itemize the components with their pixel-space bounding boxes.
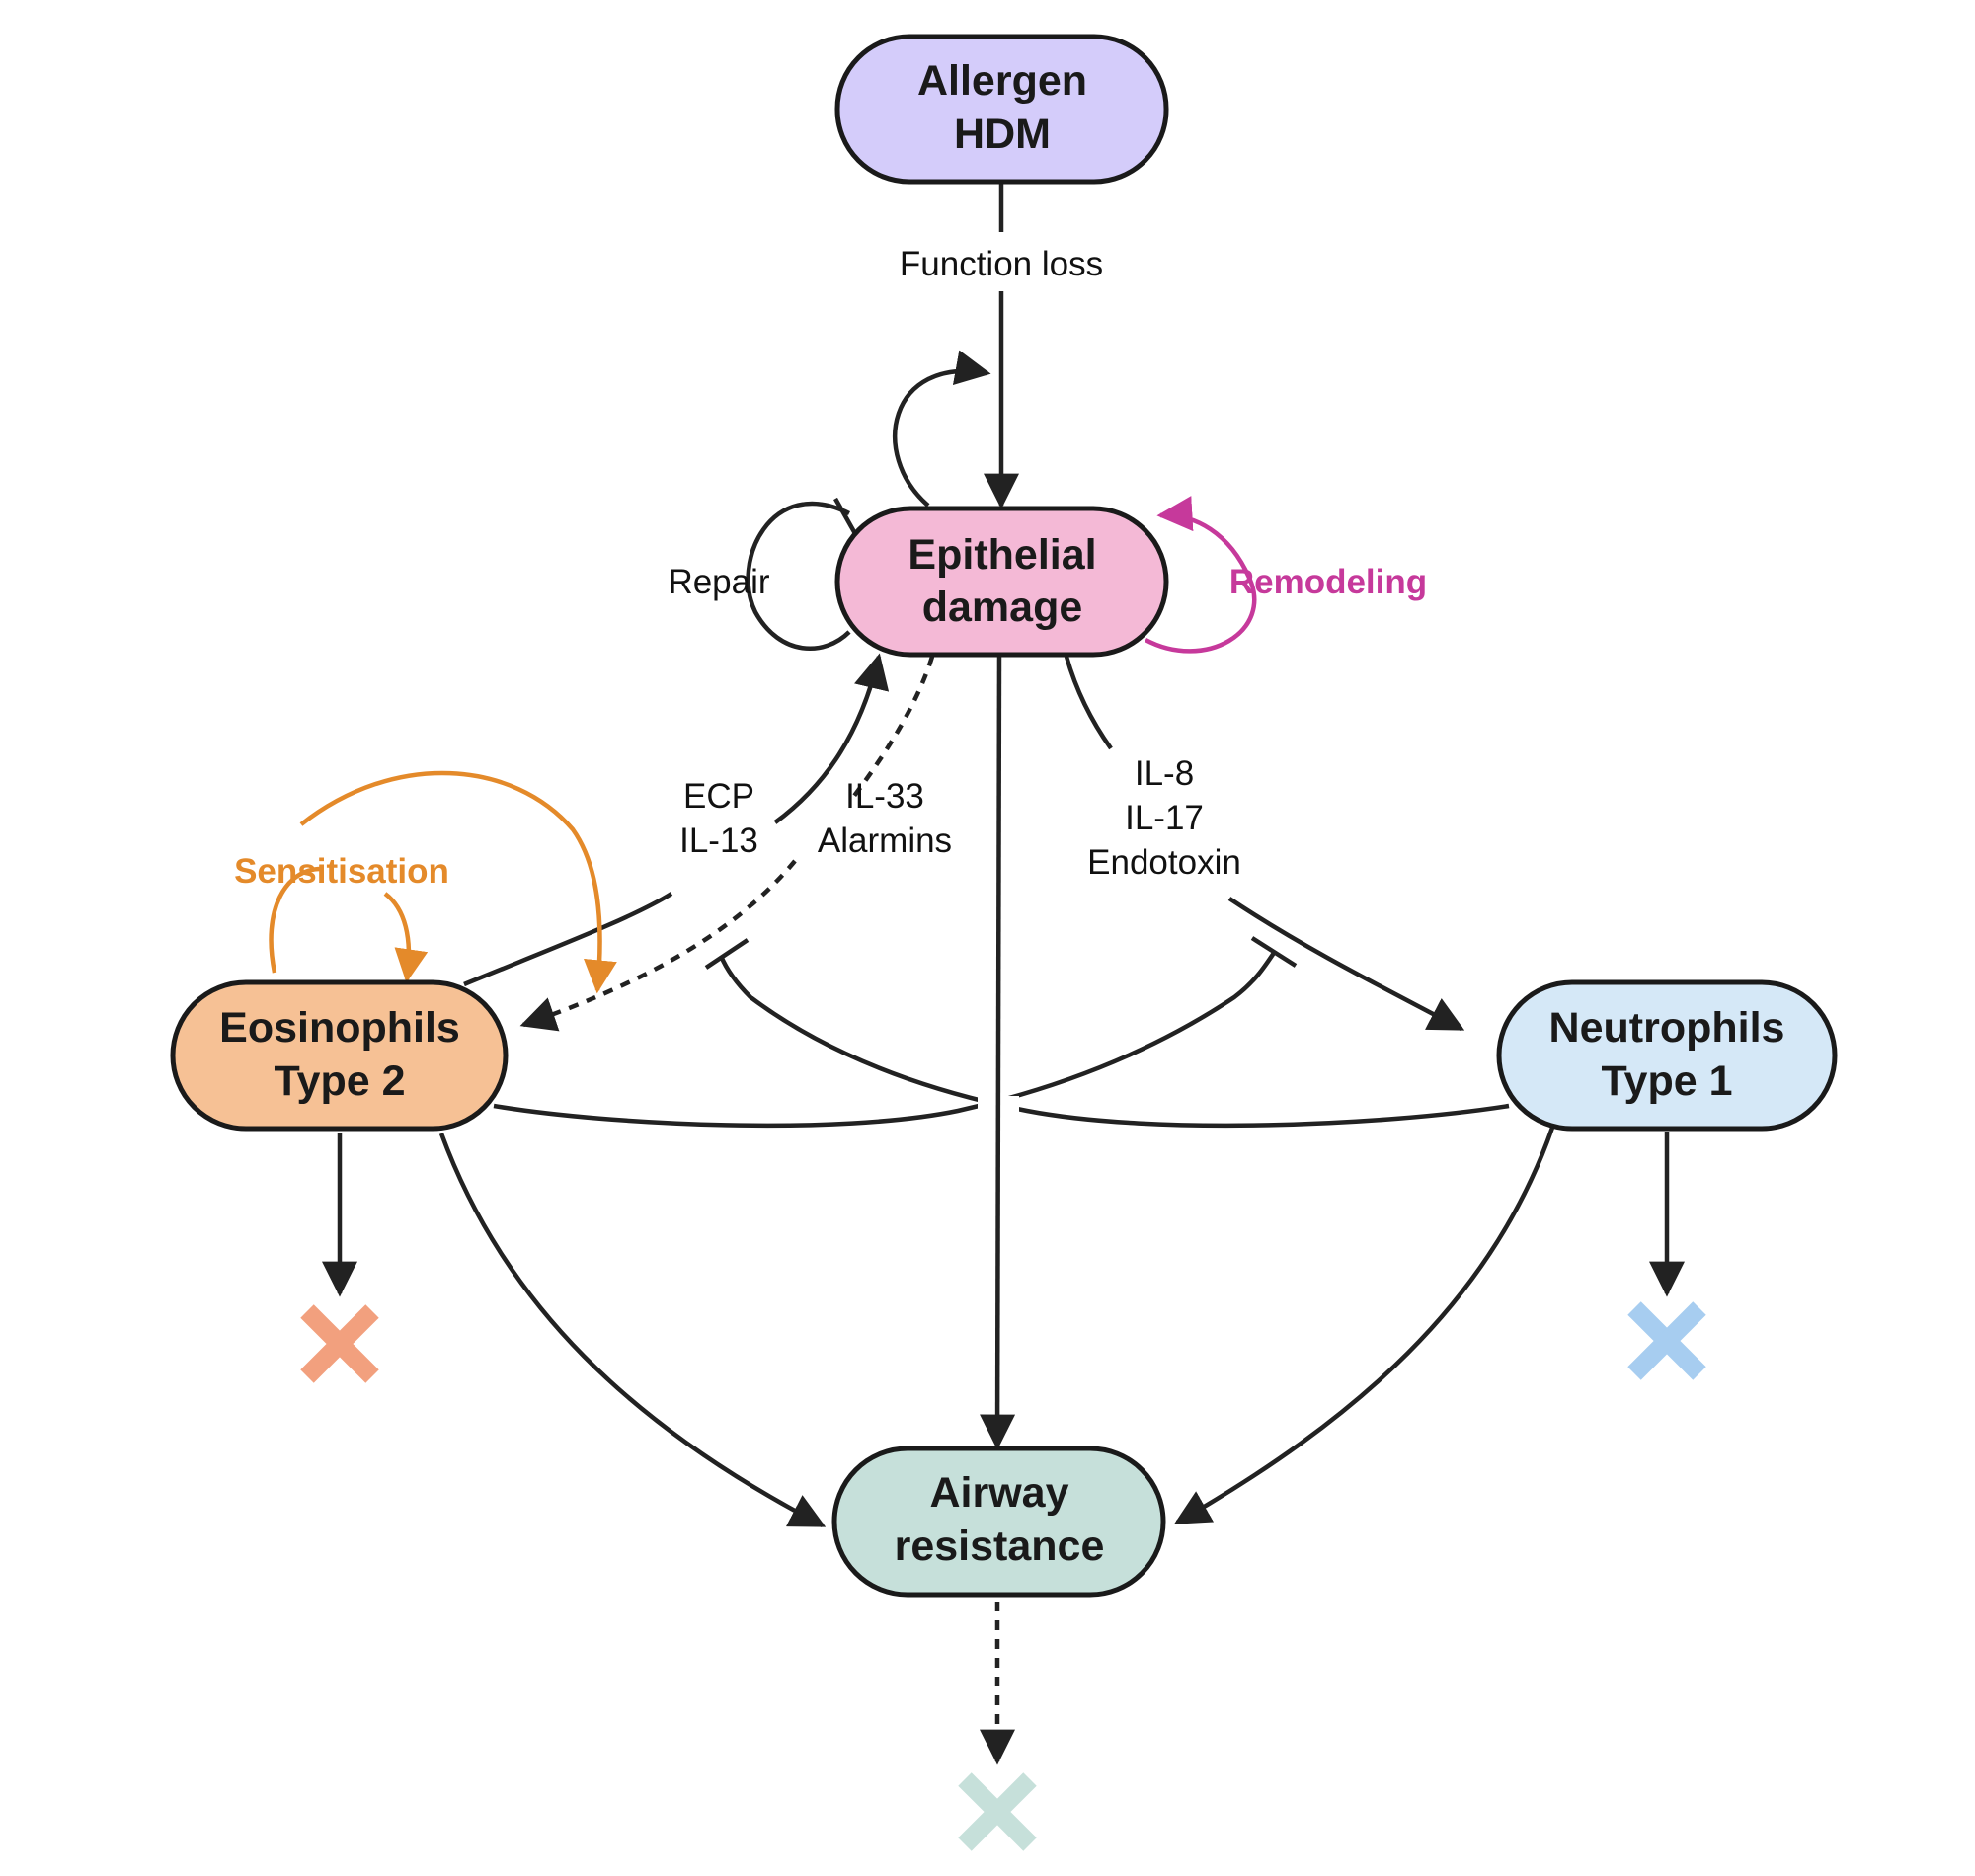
edge-epithelial-to-neu-lower [1227, 897, 1465, 1031]
cross-icon [1627, 1301, 1706, 1380]
edge-sensitisation-big-loop [299, 770, 617, 994]
node-epithelial-line2: damage [922, 584, 1083, 631]
label-repair: Repair [668, 563, 769, 601]
label-endotoxin: Endotoxin [1087, 843, 1241, 882]
edge-eos-to-epithelial-lower [463, 892, 673, 987]
label-sensitisation: Sensitisation [234, 852, 449, 891]
edge-repair-loop [746, 497, 859, 652]
label-function-loss: Function loss [900, 245, 1103, 283]
node-eosinophils-line1: Eosinophils [219, 1004, 460, 1052]
node-allergen-line1: Allergen [917, 57, 1087, 105]
edge-neu-to-airway [1173, 1127, 1555, 1524]
label-alarmins: Alarmins [818, 821, 952, 860]
node-airway-resistance: Airway resistance [831, 1446, 1166, 1598]
edge-epithelial-to-neu-upper [1064, 656, 1113, 750]
node-epithelial-damage: Epithelial damage [834, 506, 1169, 658]
label-il33: IL-33 [845, 777, 924, 816]
label-il17: IL-17 [1125, 799, 1204, 837]
edge-epithelial-to-eos-dashed-upper [849, 656, 935, 802]
edge-epithelial-to-eos-dashed-lower [519, 859, 797, 1032]
edge-sensitisation-left-stem [269, 866, 322, 974]
edge-sensitisation-left-arrow [383, 892, 429, 983]
node-neutrophils: Neutrophils Type 1 [1496, 979, 1838, 1132]
label-ecp: ECP [683, 777, 754, 816]
cross-icon [300, 1304, 379, 1383]
node-neutrophils-line2: Type 1 [1601, 1057, 1732, 1105]
edge-epithelial-self-loop [893, 350, 991, 508]
node-epithelial-line1: Epithelial [908, 531, 1096, 579]
node-allergen-line2: HDM [954, 111, 1051, 158]
node-eosinophils-line2: Type 2 [274, 1057, 405, 1105]
node-airway-line1: Airway [929, 1469, 1068, 1517]
edge-neu-inhibits-eos [704, 938, 1510, 1129]
node-airway-line2: resistance [895, 1523, 1105, 1570]
label-remodeling: Remodeling [1229, 563, 1427, 601]
edge-remodeling-loop [1144, 496, 1257, 654]
label-il13: IL-13 [679, 821, 758, 860]
node-eosinophils: Eosinophils Type 2 [170, 979, 509, 1132]
node-neutrophils-line1: Neutrophils [1549, 1004, 1785, 1052]
edge-eos-inhibits-neu [493, 936, 1298, 1129]
edge-eos-to-airway [438, 1133, 827, 1527]
node-allergen: Allergen HDM [834, 34, 1169, 185]
label-il8: IL-8 [1135, 754, 1194, 793]
edge-eos-to-epithelial-upper [773, 653, 890, 824]
edge-epithelial-to-airway [980, 653, 1016, 1450]
cross-icon [958, 1772, 1037, 1851]
